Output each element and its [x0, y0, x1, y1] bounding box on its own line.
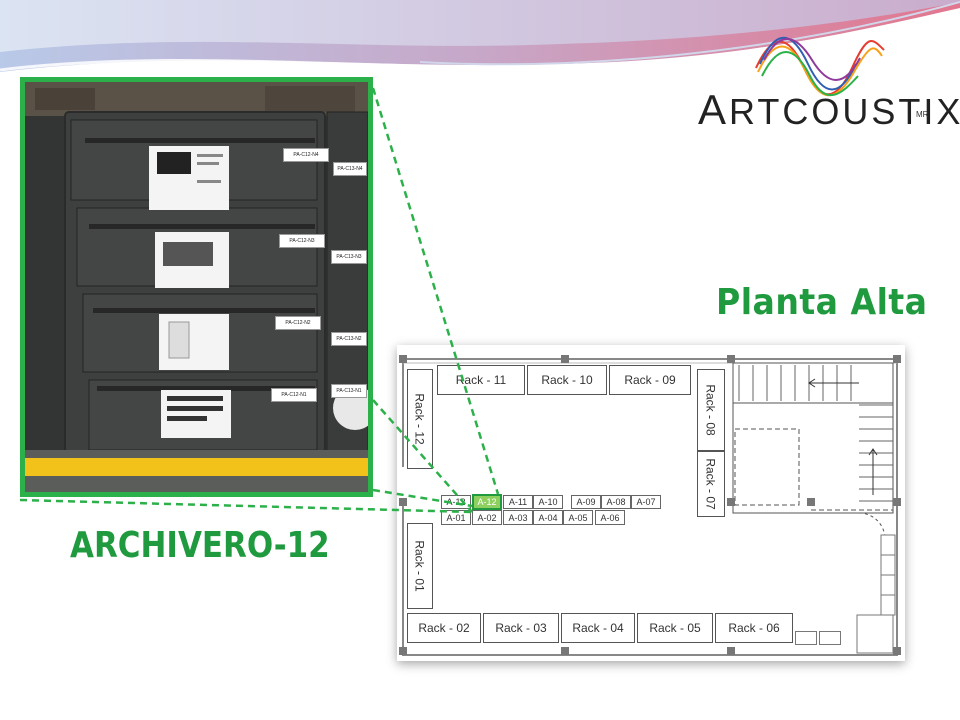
- cabinet-a05[interactable]: A-05: [563, 510, 593, 525]
- side-label: PA-C13-N2: [331, 332, 367, 346]
- column-post: [561, 355, 569, 363]
- rack-06[interactable]: Rack - 06: [715, 613, 793, 643]
- drawer-label: PA-C12-N3: [279, 234, 325, 248]
- side-label: PA-C13-N3: [331, 250, 367, 264]
- side-label: PA-C13-N4: [333, 162, 367, 176]
- brand-logo-waves-icon: [755, 36, 885, 97]
- rack-02[interactable]: Rack - 02: [407, 613, 481, 643]
- column-post: [399, 355, 407, 363]
- rack-09[interactable]: Rack - 09: [609, 365, 691, 395]
- rack-05[interactable]: Rack - 05: [637, 613, 713, 643]
- rack-08-label: Rack - 08: [704, 384, 719, 436]
- cabinet-a04[interactable]: A-04: [533, 510, 563, 525]
- cabinet-a07[interactable]: A-07: [631, 495, 661, 509]
- cabinet-label: ARCHIVERO-12: [70, 525, 330, 566]
- brand-trademark: MR: [916, 110, 929, 119]
- drawer-label: PA-C12-N4: [283, 148, 329, 162]
- cabinet-photo: PA-C12-N4 PA-C12-N3 PA-C12-N2 PA-C12-N1 …: [20, 77, 373, 497]
- drawer-label: PA-C12-N2: [275, 316, 321, 330]
- rack-12[interactable]: Rack - 12: [407, 369, 433, 469]
- cabinet-photo-drawing: [25, 82, 368, 492]
- header-wave-decoration: [0, 0, 960, 72]
- small-storage-box: [795, 631, 817, 645]
- column-post: [727, 355, 735, 363]
- rack-04[interactable]: Rack - 04: [561, 613, 635, 643]
- brand-name: ARTCOUSTIX: [698, 86, 960, 134]
- cabinet-a12-left[interactable]: A-12: [441, 495, 471, 509]
- column-post: [893, 355, 901, 363]
- rack-03[interactable]: Rack - 03: [483, 613, 559, 643]
- column-post: [893, 498, 901, 506]
- cabinet-a11[interactable]: A-11: [503, 495, 533, 509]
- column-post: [399, 647, 407, 655]
- column-post: [399, 498, 407, 506]
- rack-12-label: Rack - 12: [413, 393, 428, 445]
- brand-name-rest: RTCOUSTIX: [729, 91, 960, 132]
- cabinet-a01[interactable]: A-01: [441, 510, 471, 525]
- column-post: [727, 647, 735, 655]
- floor-title: Planta Alta: [716, 282, 928, 323]
- drawer-label: PA-C12-N1: [271, 388, 317, 402]
- rack-10[interactable]: Rack - 10: [527, 365, 607, 395]
- cabinet-a10[interactable]: A-10: [533, 495, 563, 509]
- column-post: [807, 498, 815, 506]
- rack-01-label: Rack - 01: [413, 540, 428, 592]
- floor-plan: Rack - 11 Rack - 10 Rack - 09 Rack - 12 …: [397, 345, 905, 661]
- rack-11[interactable]: Rack - 11: [437, 365, 525, 395]
- cabinet-a08[interactable]: A-08: [601, 495, 631, 509]
- small-storage-box: [819, 631, 841, 645]
- cabinet-a03[interactable]: A-03: [503, 510, 533, 525]
- side-label: PA-C13-N1: [331, 384, 367, 398]
- column-post: [561, 647, 569, 655]
- brand-name-initial: A: [698, 86, 730, 133]
- rack-07[interactable]: Rack - 07: [697, 451, 725, 517]
- cabinet-a06[interactable]: A-06: [595, 510, 625, 525]
- column-post: [727, 498, 735, 506]
- rack-08[interactable]: Rack - 08: [697, 369, 725, 451]
- column-post: [893, 647, 901, 655]
- cabinet-a02[interactable]: A-02: [472, 510, 502, 525]
- rack-07-label: Rack - 07: [704, 458, 719, 510]
- cabinet-a09[interactable]: A-09: [571, 495, 601, 509]
- cabinet-a12-highlighted[interactable]: A-12: [472, 494, 502, 510]
- rack-01[interactable]: Rack - 01: [407, 523, 433, 609]
